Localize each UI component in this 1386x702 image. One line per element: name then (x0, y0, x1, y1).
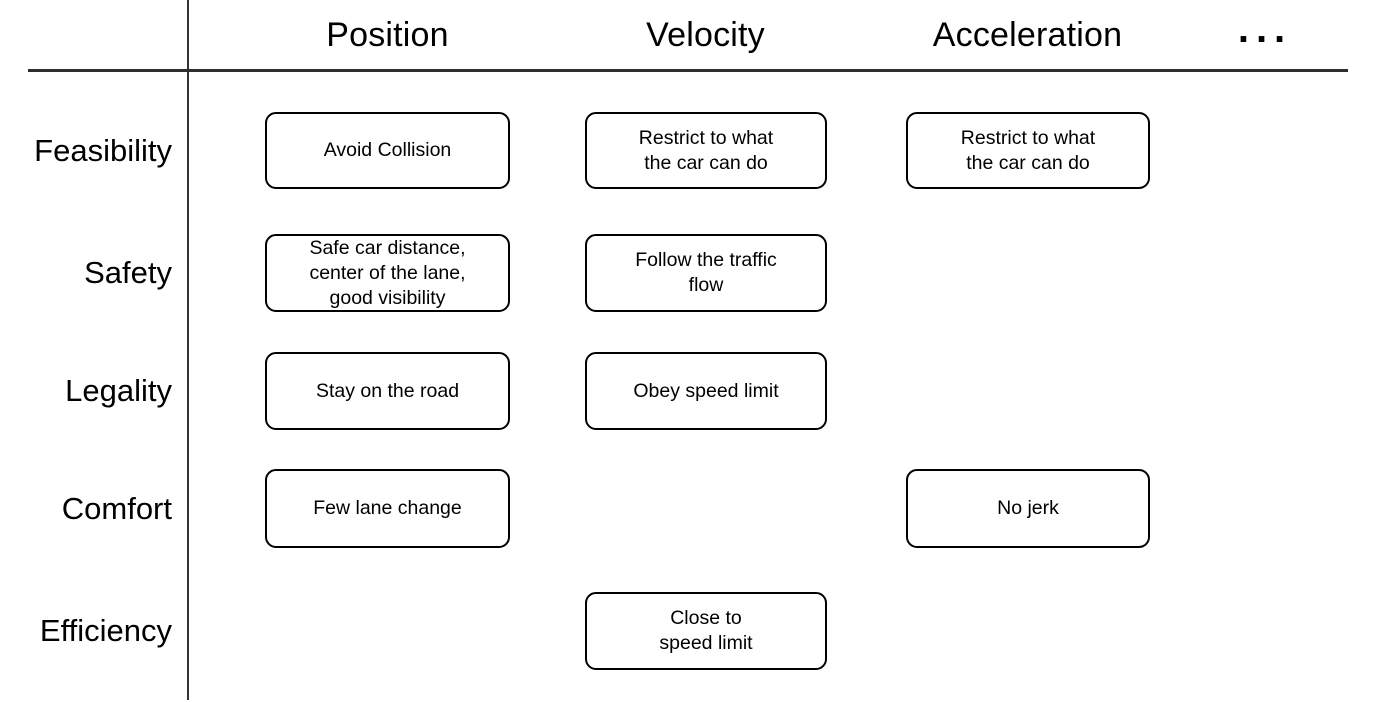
cell-text: Obey speed limit (633, 379, 779, 402)
cell-safety-position: Safe car distance, center of the lane, g… (265, 234, 510, 312)
cell-text: Restrict to what the car can do (638, 126, 774, 174)
cell-legality-velocity: Obey speed limit (585, 352, 827, 430)
cell-text: Stay on the road (315, 379, 460, 402)
cell-text: Restrict to what the car can do (960, 126, 1096, 174)
row-label-comfort: Comfort (61, 490, 172, 526)
cell-text: Close to speed limit (659, 607, 753, 654)
row-label-efficiency: Efficiency (39, 613, 172, 648)
column-header-acceleration: Acceleration (932, 15, 1123, 54)
vertical-divider-line (187, 0, 189, 700)
cell-safety-velocity: Follow the traffic flow (585, 234, 827, 312)
cell-text: Few lane change (313, 497, 462, 519)
cell-text: No jerk (997, 497, 1059, 519)
row-label-feasibility: Feasibility (34, 132, 172, 168)
cell-text: Avoid Collision (323, 139, 452, 161)
cell-feasibility-acceleration: Restrict to what the car can do (906, 112, 1150, 189)
cell-feasibility-velocity: Restrict to what the car can do (585, 112, 827, 189)
row-label-legality: Legality (65, 373, 172, 408)
row-label-safety: Safety (84, 255, 172, 290)
cell-efficiency-velocity: Close to speed limit (585, 592, 827, 670)
column-header-position: Position (326, 15, 449, 54)
more-columns-ellipsis: ... (1237, 7, 1293, 51)
cell-text: Safe car distance, center of the lane, g… (309, 236, 466, 309)
cell-feasibility-position: Avoid Collision (265, 112, 510, 189)
cell-text: Follow the traffic flow (635, 249, 777, 296)
cell-comfort-acceleration: No jerk (906, 469, 1150, 548)
horizontal-header-line (28, 69, 1348, 72)
cell-legality-position: Stay on the road (265, 352, 510, 430)
column-header-velocity: Velocity (646, 15, 765, 54)
cell-comfort-position: Few lane change (265, 469, 510, 548)
